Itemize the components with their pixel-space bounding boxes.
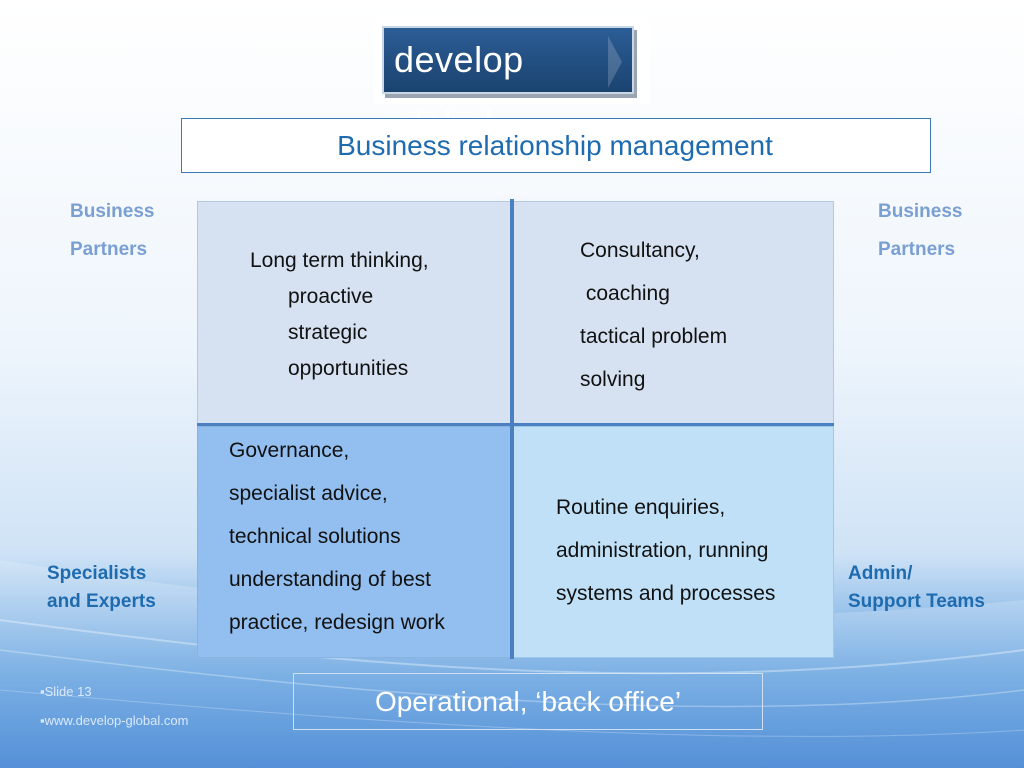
diagram-title: Business relationship management [181,118,931,173]
quadrant-text-line: administration, running [556,539,769,562]
quadrant-text-line: Long term thinking, [250,249,429,272]
quadrant-top-left: Long term thinking, proactive strategic … [197,201,511,424]
logo: develop global [374,18,650,144]
quadrant-text-line: opportunities [288,357,409,380]
quadrant-text-line: systems and processes [556,582,776,605]
quadrant-text-line: Routine enquiries, [556,496,726,519]
quadrant-text-line: technical solutions [229,525,401,548]
horizontal-divider [197,423,834,426]
label-line: Business [70,201,155,222]
quadrant-bottom-right: Routine enquiries, administration, runni… [513,426,834,658]
operational-back-office-label: Operational, ‘back office’ [293,673,763,730]
quadrant-text-line: strategic [288,321,368,344]
operational-label-text: Operational, ‘back office’ [374,686,682,717]
quadrant-text-line: tactical problem [580,325,728,348]
label-business-partners-left: Business Partners [70,193,154,269]
quadrant-text-line: solving [580,368,646,391]
label-specialists-experts: Specialists and Experts [47,560,156,616]
logo-badge: develop global [382,26,634,144]
slide-number: ▪Slide 13 [40,684,92,699]
quadrant-text-line: proactive [288,285,374,308]
diagram-title-text: Business relationship management [337,130,773,161]
label-line: Business [878,201,963,222]
quadrant-text-line: practice, redesign work [229,611,445,634]
quadrant-text-line: Governance, [229,439,350,462]
quadrant-text-line: understanding of best [229,568,431,591]
vertical-divider [510,199,514,659]
footer-url: ▪www.develop-global.com [40,713,189,728]
label-admin-support-teams: Admin/ Support Teams [848,560,985,616]
quadrant-text-line: Consultancy, [580,239,700,262]
quadrant-bottom-left: Governance, specialist advice, technical… [197,426,511,658]
label-line: Partners [70,239,148,260]
label-business-partners-right: Business Partners [878,193,962,269]
label-line: and Experts [47,591,156,612]
quadrant-top-right: Consultancy, coaching tactical problem s… [513,201,834,424]
quadrant-text-line: specialist advice, [229,482,388,505]
label-line: Support Teams [848,591,985,612]
quadrant-text-line: coaching [580,282,670,305]
logo-chevron-icon [608,36,622,88]
label-line: Partners [878,239,956,260]
label-line: Specialists [47,563,147,584]
label-line: Admin/ [848,563,913,584]
